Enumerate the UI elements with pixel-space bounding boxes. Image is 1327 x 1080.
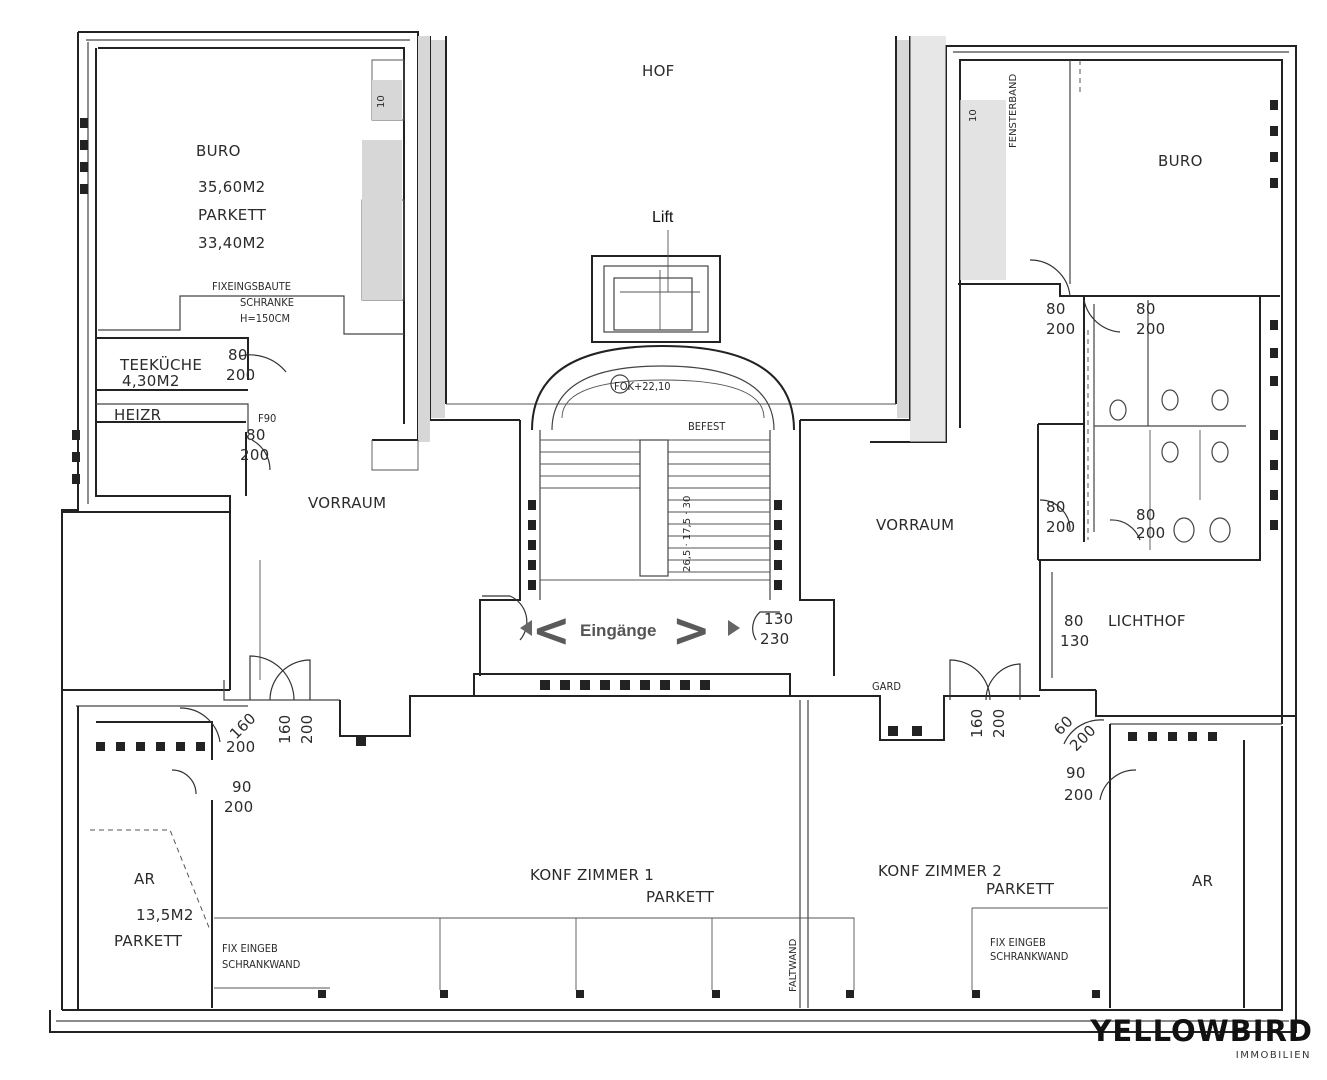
fix-schrank1-b: SCHRANKWAND: [222, 958, 301, 971]
dim-lichthof-130: 130: [1060, 632, 1090, 650]
heizr-label: HEIZR: [114, 406, 161, 424]
dim-r-80d: 80: [1136, 506, 1156, 524]
dim-teek-80: 80: [228, 346, 248, 364]
fok-label: FOK+22,10: [614, 380, 671, 393]
entrance-right-arrow: >: [672, 603, 711, 657]
stair-core: [473, 255, 835, 697]
logo-name: YELLOWBIRD: [1090, 1014, 1313, 1048]
entrance-label: Eingänge: [580, 621, 657, 640]
dim-r-90: 90: [1066, 764, 1086, 782]
dim-teek-200: 200: [226, 366, 256, 384]
dim-heiz-200: 200: [240, 446, 270, 464]
buro-left-floor-area: 33,40M2: [198, 234, 266, 252]
dim-r-200e: 200: [990, 708, 1008, 738]
dim-r-200c: 200: [1046, 518, 1076, 536]
dim-r-200g: 200: [1064, 786, 1094, 804]
stair-dims-label: 26,5 · 17,5 · 30: [682, 496, 693, 572]
buro-left-label: BURO: [196, 142, 241, 160]
dim-r-80a: 80: [1046, 300, 1066, 318]
room-labels: HOF Lift BURO 35,60M2 PARKETT 33,40M2 FI…: [114, 62, 1213, 992]
door-swings: [171, 259, 1141, 801]
dim-160-l1: 160: [276, 714, 294, 744]
dim-230: 230: [760, 630, 790, 648]
fix-einbaute-label: FIXEINGSBAUTE: [212, 280, 291, 293]
buro-right-label: BURO: [1158, 152, 1203, 170]
right-wing: [958, 60, 1296, 1008]
dimension-labels: 10 10 80 200 F90 80 200 160 200 160 200 …: [224, 95, 1166, 816]
dim-10-left: 10: [376, 95, 387, 108]
yellowbird-logo: YELLOWBIRD IMMOBILIEN: [1090, 1014, 1313, 1070]
dim-10-right: 10: [968, 109, 979, 122]
konf1-label: KONF ZIMMER 1: [530, 866, 654, 884]
conference-area: [214, 695, 1108, 1008]
stair-treads: [540, 439, 770, 573]
lichthof-label: LICHTHOF: [1108, 612, 1186, 630]
teekueche-area: 4,30M2: [122, 372, 180, 390]
gard-label: GARD: [872, 680, 901, 693]
dim-200-l2b: 200: [224, 798, 254, 816]
konf2-label: KONF ZIMMER 2: [878, 862, 1002, 880]
dim-r-200a: 200: [1046, 320, 1076, 338]
hof-label: HOF: [642, 62, 675, 80]
dim-r-80c: 80: [1046, 498, 1066, 516]
ar-left-floor: PARKETT: [114, 932, 183, 950]
vorraum-left-label: VORRAUM: [308, 494, 386, 512]
dim-130: 130: [764, 610, 794, 628]
dim-90-l1: 90: [232, 778, 252, 796]
dim-f90: F90: [258, 412, 276, 425]
dim-200-l4: 200: [226, 738, 256, 756]
buro-left-area: 35,60M2: [198, 178, 266, 196]
dim-r-160: 160: [968, 708, 986, 738]
konf1-floor: PARKETT: [646, 888, 715, 906]
ar-left-area: 13,5M2: [136, 906, 194, 924]
lift-label: Lift: [652, 209, 674, 226]
entrance-left-arrow: <: [532, 603, 571, 657]
teekueche-label: TEEKÜCHE: [119, 355, 202, 374]
entrance-marker-right: [728, 620, 740, 636]
entrance-annotation: < Eingänge >: [520, 603, 740, 657]
konf2-floor: PARKETT: [986, 880, 1055, 898]
dim-heiz-80: 80: [246, 426, 266, 444]
befestiger-label: BEFEST: [688, 420, 726, 433]
schranke-label: SCHRANKE: [240, 296, 294, 309]
vorraum-right-label: VORRAUM: [876, 516, 954, 534]
buro-left-floor: PARKETT: [198, 206, 267, 224]
dim-r-200b: 200: [1136, 320, 1166, 338]
fix-schrank1-a: FIX EINGEB: [222, 942, 278, 955]
ar-right-label: AR: [1192, 872, 1213, 890]
dim-lichthof-80: 80: [1064, 612, 1084, 630]
faltwand-label: FALTWAND: [788, 938, 799, 992]
hoehe-label: H=150CM: [240, 312, 290, 325]
ar-left-label: AR: [134, 870, 155, 888]
fenster-label: FENSTERBAND: [1008, 74, 1019, 148]
left-wing: [62, 59, 419, 1010]
dim-r-200d: 200: [1136, 524, 1166, 542]
fix-schrank2-b: SCHRANKWAND: [990, 950, 1069, 963]
logo-sub: IMMOBILIEN: [1235, 1050, 1311, 1061]
dim-r-80b: 80: [1136, 300, 1156, 318]
entrance-marker-left: [520, 620, 532, 636]
dim-200-l2: 200: [298, 714, 316, 744]
wall-piers: [72, 100, 1278, 751]
fix-schrank2-a: FIX EINGEB: [990, 936, 1046, 949]
